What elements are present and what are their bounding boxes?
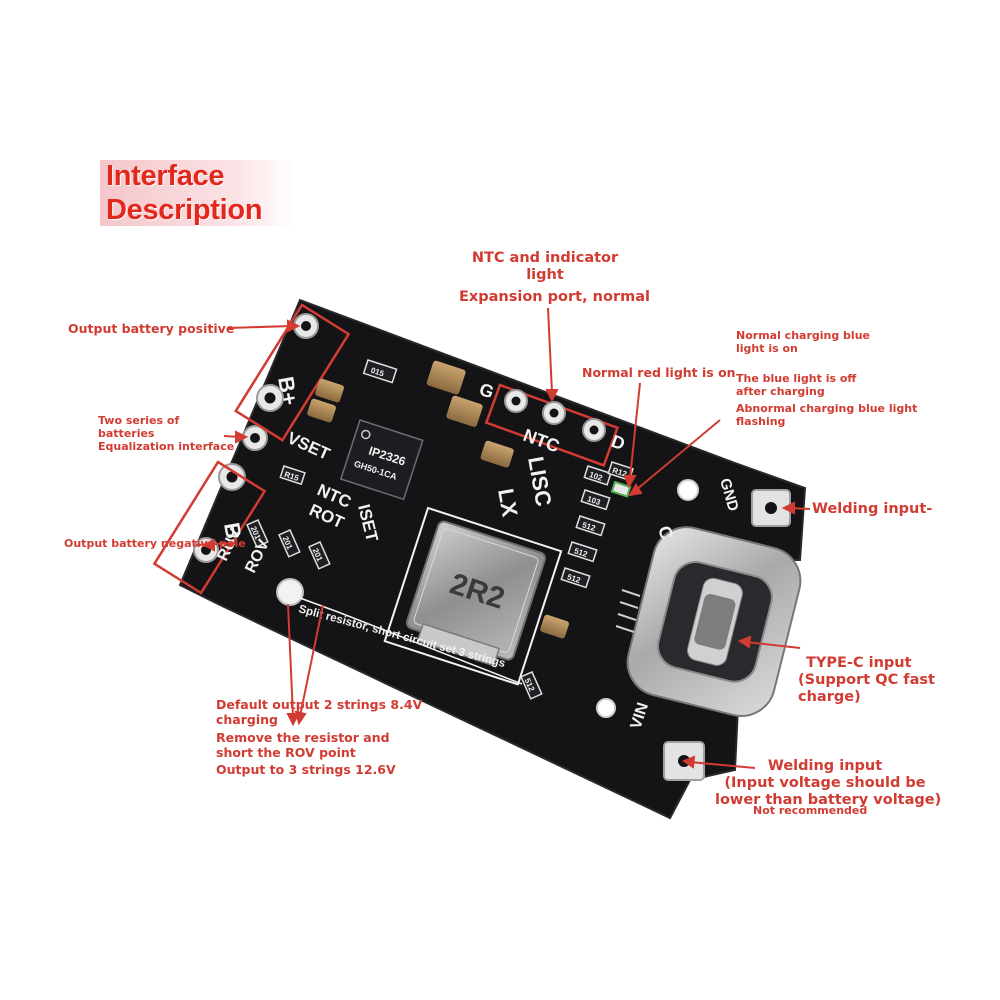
label-welding-input-line1: Welding input bbox=[767, 758, 883, 774]
leader-rov-2 bbox=[299, 604, 324, 717]
split-resistor-bracket bbox=[299, 597, 523, 685]
label-blue-off-line1: The blue light is off bbox=[736, 372, 857, 385]
label-welding-minus: Welding input- bbox=[812, 501, 933, 517]
label-two-series: Two series of batteries Equalization int… bbox=[98, 414, 234, 453]
res-code-2: 103 bbox=[586, 494, 602, 507]
label-abnormal-blue-line2: flashing bbox=[736, 415, 786, 428]
label-two-series-line3: Equalization interface bbox=[98, 440, 235, 453]
label-remove-resistor-line2: short the ROV point bbox=[216, 745, 356, 760]
arrow-typec bbox=[745, 641, 801, 649]
label-output-positive: Output battery positive bbox=[68, 321, 235, 336]
res-code-5: 102 bbox=[588, 470, 604, 483]
mount-hole-bottom bbox=[596, 698, 616, 718]
label-default-output: Default output 2 strings 8.4V charging bbox=[216, 697, 422, 727]
res-code-3: 512 bbox=[581, 520, 597, 533]
inductor-outline-box bbox=[383, 506, 563, 686]
bplus-highlight-box bbox=[234, 303, 351, 442]
bminus-highlight-box bbox=[152, 460, 267, 595]
typec-connector bbox=[626, 526, 802, 717]
leader-rov-1 bbox=[287, 603, 294, 717]
title-line-2: Description bbox=[106, 194, 263, 226]
arrow-output-positive bbox=[227, 325, 293, 329]
label-default-output-line1: Default output 2 strings 8.4V bbox=[216, 697, 423, 712]
label-typec-line3: charge) bbox=[798, 689, 861, 705]
label-welding-input-line3: lower than battery voltage) bbox=[715, 792, 942, 808]
res-code-6: 512 bbox=[566, 572, 582, 585]
label-ntc-indicator-line2: light bbox=[526, 267, 564, 283]
label-typec-line2: (Support QC fast bbox=[798, 672, 935, 688]
capacitor-2 bbox=[446, 395, 483, 427]
inductor: 2R2 bbox=[405, 520, 546, 667]
silk-g: G bbox=[477, 379, 497, 403]
silk-d: D bbox=[609, 431, 628, 454]
label-default-output-line2: charging bbox=[216, 712, 278, 727]
label-not-recommended: Not recommended bbox=[753, 804, 868, 817]
capacitor-4 bbox=[315, 378, 344, 403]
silk-bplus: B+ bbox=[273, 375, 303, 408]
silk-lx: LX bbox=[493, 487, 523, 519]
arrow-welding-input bbox=[689, 761, 756, 769]
label-ntc-indicator: NTC and indicator light bbox=[470, 250, 620, 284]
res-code-7: R15 bbox=[283, 470, 300, 483]
label-output-negative: Output battery negative pole bbox=[64, 537, 246, 550]
capacitor-6 bbox=[540, 614, 569, 639]
label-output-3: Output to 3 strings 12.6V bbox=[216, 762, 396, 777]
arrow-blue-led bbox=[635, 419, 721, 491]
mount-hole-right bbox=[677, 479, 699, 501]
res-code-4: 512 bbox=[573, 546, 589, 559]
capacitor-1 bbox=[426, 360, 466, 395]
label-blue-charging: Normal charging blue light is on bbox=[736, 329, 870, 355]
capacitor-3 bbox=[480, 440, 514, 468]
silk-c: C bbox=[654, 524, 677, 542]
label-two-series-line1: Two series of bbox=[98, 414, 180, 427]
label-blue-off: The blue light is off after charging bbox=[736, 372, 856, 398]
label-normal-red: Normal red light is on bbox=[582, 365, 736, 380]
label-welding-input-line2: (Input voltage should be bbox=[724, 775, 926, 791]
indicator-led bbox=[610, 480, 632, 498]
mount-hole-left bbox=[276, 578, 304, 606]
label-abnormal-blue: Abnormal charging blue light flashing bbox=[736, 402, 917, 428]
title-banner: Interface Description bbox=[100, 160, 296, 226]
label-expansion-port: Expansion port, normal bbox=[459, 289, 650, 305]
label-typec-line1: TYPE-C input bbox=[806, 655, 912, 671]
label-blue-off-line2: after charging bbox=[736, 385, 825, 398]
arrow-normal-red bbox=[629, 382, 641, 479]
title-line-1: Interface bbox=[106, 160, 225, 192]
ic-chip: IP2326 GH50-1CA bbox=[339, 419, 424, 501]
label-remove-resistor: Remove the resistor and short the ROV po… bbox=[216, 730, 390, 760]
label-blue-charging-line1: Normal charging blue bbox=[736, 329, 870, 342]
capacitor-5 bbox=[307, 398, 336, 423]
label-abnormal-blue-line1: Abnormal charging blue light bbox=[736, 402, 918, 415]
label-blue-charging-line2: light is on bbox=[736, 342, 798, 355]
label-remove-resistor-line1: Remove the resistor and bbox=[216, 730, 390, 745]
label-ntc-indicator-line1: NTC and indicator bbox=[471, 250, 619, 266]
res-code-1: 015 bbox=[370, 366, 386, 379]
label-typec: TYPE-C input (Support QC fast charge) bbox=[798, 655, 935, 706]
label-two-series-line2: batteries bbox=[98, 427, 155, 440]
leader-ntc bbox=[547, 307, 553, 394]
label-welding-input: Welding input (Input voltage should be l… bbox=[715, 758, 942, 809]
